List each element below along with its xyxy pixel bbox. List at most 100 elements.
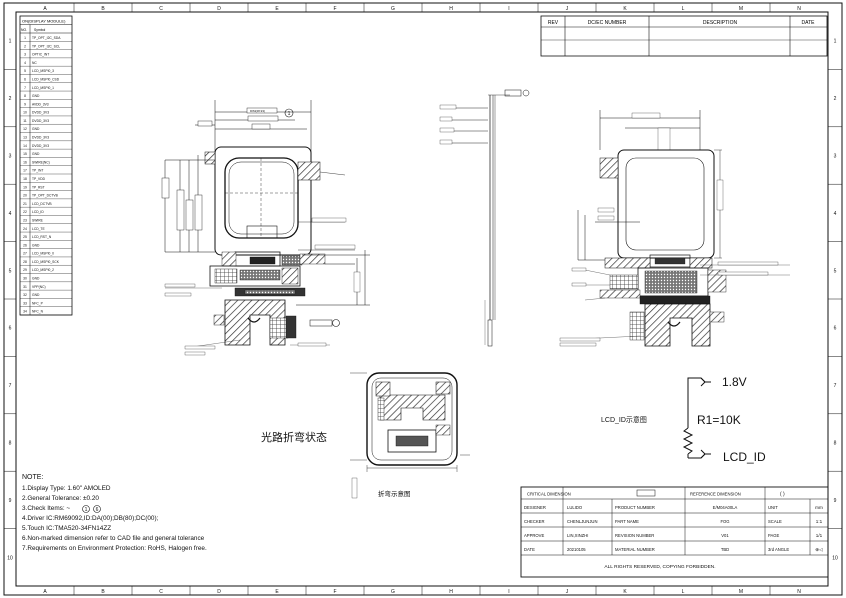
column-marker: A — [43, 6, 47, 12]
date-header: DATE — [802, 20, 816, 26]
pin-col-symbol: Symbol — [34, 28, 46, 32]
column-marker: K — [623, 589, 627, 595]
column-marker: D — [217, 589, 221, 595]
tb-role: APPROVE — [524, 533, 544, 538]
pin-number: 10 — [23, 111, 27, 115]
pin-symbol: LCD_MSPI0_3 — [32, 69, 54, 73]
note-line: 6.Non-marked dimension refer to CAD file… — [22, 535, 205, 542]
pin-symbol: LCD_MSPI0_CSD — [32, 77, 60, 81]
dim-main-label: DIM(28.93) — [250, 109, 265, 113]
column-marker: E — [275, 6, 279, 12]
reference-dimension-label: REFERENCE DIMENSION — [690, 492, 741, 497]
row-marker: 4 — [834, 211, 837, 217]
title-block — [520, 486, 829, 578]
pin-symbol: LCD_MSPI0_1 — [32, 86, 54, 90]
tb-field: REVISION NUMBER — [615, 533, 654, 538]
pin-symbol: GND — [32, 127, 40, 131]
pin-symbol: SWIRE(NC) — [32, 160, 50, 164]
tb-value: FOG — [720, 519, 729, 524]
pin-number: 17 — [23, 169, 27, 173]
column-marker: C — [159, 589, 163, 595]
pin-symbol: GND — [32, 94, 40, 98]
tb-key: 3rd ANGLE — [768, 547, 789, 552]
rev-header: REV — [548, 20, 559, 26]
row-marker: 6 — [9, 326, 12, 332]
pin-symbol: DVDD_3V3 — [32, 144, 49, 148]
row-marker: 8 — [9, 441, 12, 447]
pin-number: 32 — [23, 293, 27, 297]
revision-table: REV DC/EC NUMBER DESCRIPTION DATE — [540, 15, 828, 57]
pin-symbol: DVDD_3V3 — [32, 111, 49, 115]
lcd-id-diagram-label: LCD_ID示意图 — [601, 415, 647, 424]
tb-name: 20210105 — [567, 547, 586, 552]
tb-key-value: ⊕◁ — [815, 547, 823, 552]
pin-symbol: NFC_N — [32, 310, 44, 314]
resistor-label: R1=10K — [697, 413, 741, 427]
pin-number: 33 — [23, 301, 27, 305]
pin-number: 28 — [23, 260, 27, 264]
tb-key: UNIT — [768, 505, 778, 510]
column-marker: L — [682, 6, 685, 12]
tb-name: LIN,XINZHI — [567, 533, 588, 538]
pin-number: 5 — [24, 69, 26, 73]
column-marker: B — [101, 6, 105, 12]
column-marker: I — [508, 6, 509, 12]
description-header: DESCRIPTION — [703, 20, 738, 26]
tb-field: PART NAME — [615, 519, 639, 524]
check-item-6 — [93, 505, 101, 513]
pin-number: 34 — [23, 310, 27, 314]
column-marker: E — [275, 589, 279, 595]
pin-number: 24 — [23, 227, 27, 231]
critical-dimension-label: CRITICAL DIMENSION — [527, 492, 571, 497]
notes-block: NOTE: 1.Display Type: 1.60" AMOLED2.Gene… — [22, 474, 207, 552]
column-marker: H — [449, 589, 453, 595]
column-marker: F — [333, 6, 336, 12]
pin-number: 3 — [24, 53, 26, 57]
pin-number: 20 — [23, 194, 27, 198]
tb-key: SCALE — [768, 519, 782, 524]
pin-symbol: TP_INT — [32, 169, 43, 173]
row-marker: 3 — [9, 154, 12, 160]
pin-table-header: ON(DISPLAY MODULE) — [22, 19, 66, 24]
back-view — [559, 110, 790, 347]
detail-callout-num: 1 — [288, 111, 291, 117]
note-line: 1.Display Type: 1.60" AMOLED — [22, 485, 111, 492]
pin-number: 25 — [23, 235, 27, 239]
row-marker: 6 — [834, 326, 837, 332]
row-marker: 4 — [9, 211, 12, 217]
pin-number: 4 — [24, 61, 26, 65]
pin-symbol: LCD_TE — [32, 227, 45, 231]
column-marker: M — [739, 6, 743, 12]
fold-state-label: 光路折弯状态 — [261, 430, 327, 444]
row-marker: 2 — [9, 96, 12, 102]
pin-symbol: LCD_MSPI0_0 — [32, 252, 54, 256]
row-marker: 5 — [9, 268, 12, 274]
folded-view — [350, 372, 470, 499]
tb-field: MATERIAL NUMBER — [615, 547, 655, 552]
detail-callout — [284, 108, 294, 118]
row-marker: 10 — [7, 555, 13, 561]
row-marker: 5 — [834, 268, 837, 274]
row-marker: 1 — [834, 39, 837, 45]
pin-symbol: TP_OPT_I2C_SDA — [32, 36, 61, 40]
row-marker: 8 — [834, 441, 837, 447]
pin-number: 9 — [24, 102, 26, 106]
tb-name: CHENLJUNJUN — [567, 519, 597, 524]
column-marker: J — [566, 589, 569, 595]
pin-number: 14 — [23, 144, 27, 148]
pin-symbol: TP_OPT_DCTVB — [32, 194, 59, 198]
column-marker: M — [739, 589, 743, 595]
pin-number: 26 — [23, 243, 27, 247]
tb-key-value: 1:1 — [816, 519, 823, 524]
lcd-id-circuit — [682, 377, 711, 459]
pin-number: 27 — [23, 252, 27, 256]
row-marker: 9 — [9, 498, 12, 504]
dcec-header: DC/EC NUMBER — [588, 20, 627, 26]
note-line: 4.Driver IC:RM69092,ID:DA(00);DB(80);DC(… — [22, 515, 159, 522]
tb-key-value: mm — [815, 505, 823, 510]
reference-paren: ( ) — [780, 492, 785, 498]
